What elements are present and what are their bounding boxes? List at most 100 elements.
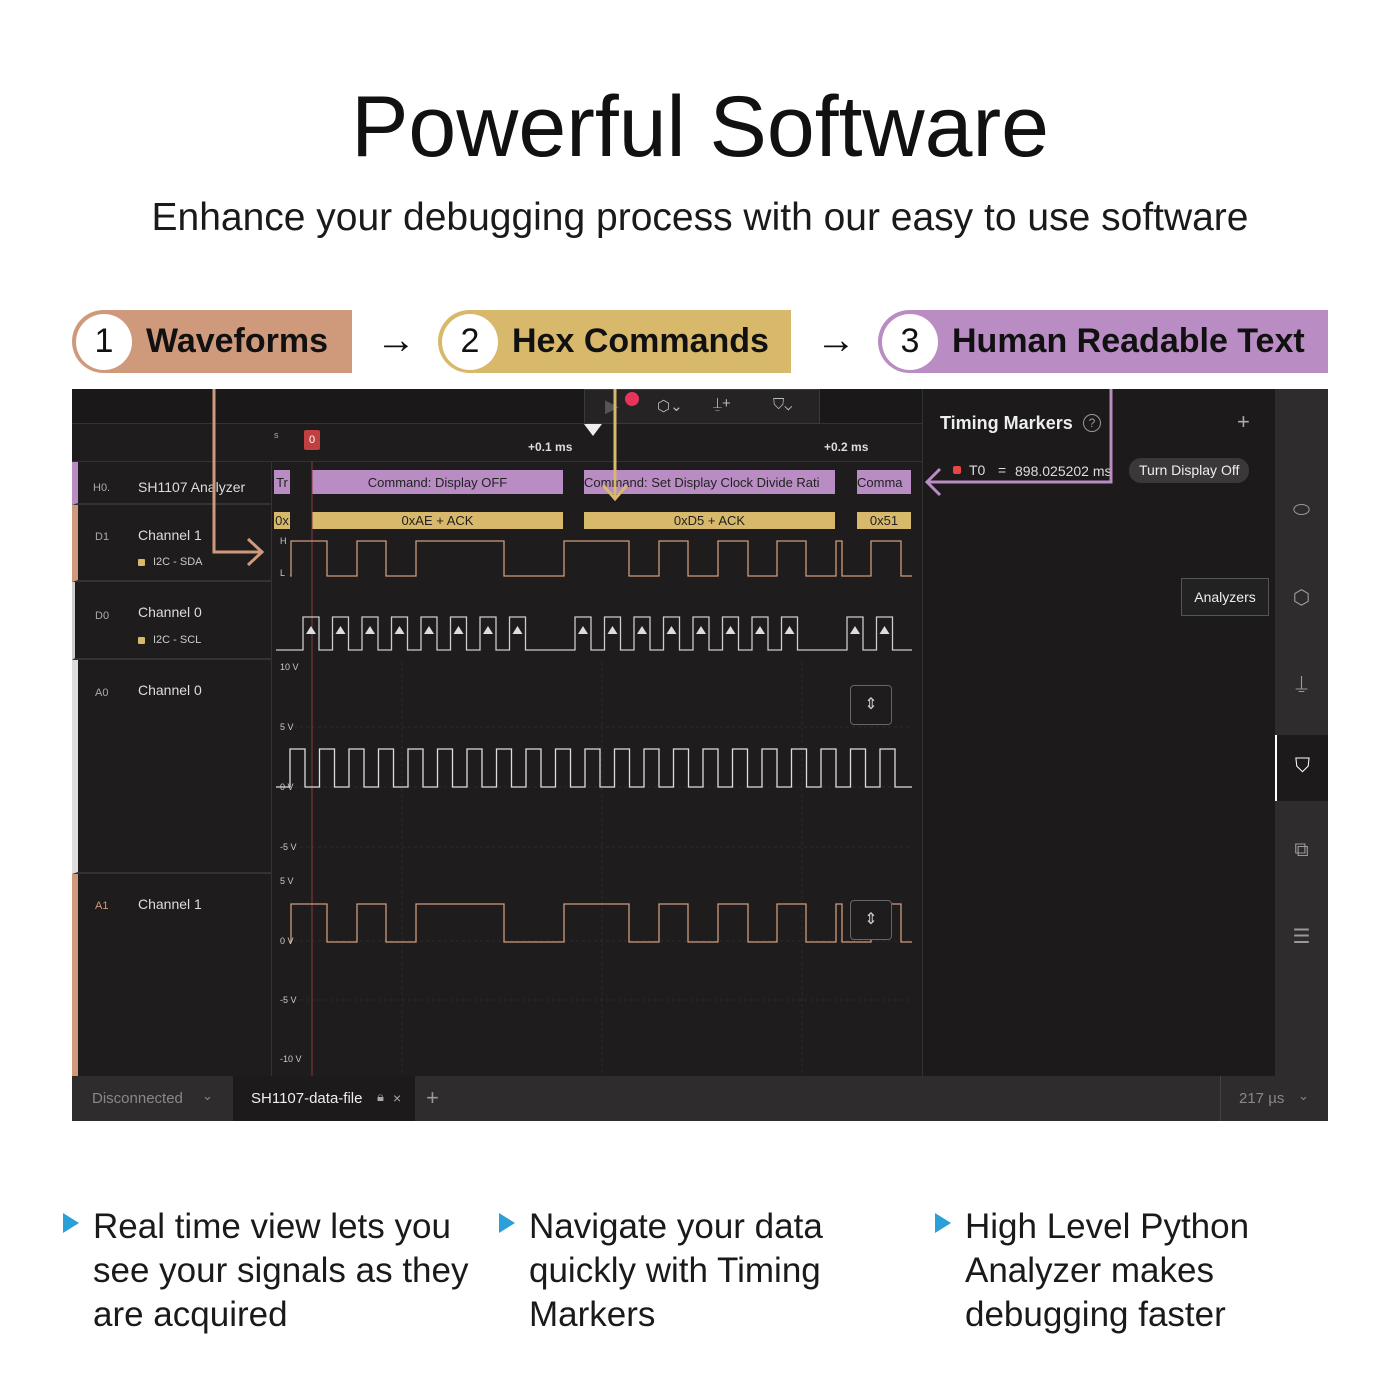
- bullet-text: Real time view lets you see your signals…: [93, 1207, 469, 1334]
- clock-edge-arrow: [784, 626, 795, 634]
- analyzer-frame[interactable]: Comma: [857, 470, 911, 494]
- step-waveforms: 1 Waveforms: [72, 310, 352, 373]
- lock-icon: 🔒︎: [377, 1089, 384, 1104]
- close-tab-icon[interactable]: ×: [393, 1090, 402, 1106]
- marker-name[interactable]: T0: [969, 462, 986, 478]
- analyzer-frame[interactable]: Tr: [274, 470, 290, 494]
- analyzer-frame[interactable]: Command: Set Display Clock Divide Rati: [584, 470, 835, 494]
- axis-label: -5 V: [280, 995, 297, 1005]
- channel-name: SH1107 Analyzer: [138, 479, 246, 495]
- add-marker-button[interactable]: +: [1237, 409, 1250, 434]
- timing-markers-tab[interactable]: ⛉: [1275, 735, 1328, 801]
- clock-edge-arrow: [755, 626, 765, 634]
- time-tick: +0.2 ms: [824, 440, 869, 454]
- channel-row-d0[interactable]: D0 Channel 0 I2C - SCL: [72, 582, 272, 660]
- hex-frame[interactable]: 0x51: [857, 512, 911, 529]
- analyzer-color-dot: [138, 637, 145, 644]
- sda-trace: [290, 540, 912, 577]
- add-measurement-icon[interactable]: ⍊+: [713, 395, 731, 412]
- axis-label: 10 V: [280, 662, 299, 672]
- bullet-triangle-icon: [499, 1213, 515, 1233]
- panel-title: Timing Markers: [940, 413, 1073, 433]
- axis-label: -5 V: [280, 842, 297, 852]
- extensions-icon[interactable]: ⧉: [1294, 839, 1309, 861]
- channel-id: A1: [95, 900, 109, 912]
- timing-markers-panel: Timing Markers ? + T0 = 898.025202 ms Tu…: [922, 389, 1275, 1076]
- record-icon[interactable]: [625, 392, 639, 406]
- timing-marker-flag[interactable]: 0: [304, 430, 320, 450]
- right-sidebar: ⬭ ⬡ ⍊ ⛉ ⧉ ☰: [1275, 389, 1328, 1076]
- scl-trace: [276, 616, 912, 651]
- duration-selector[interactable]: 217 µs: [1239, 1090, 1285, 1107]
- channel-row-h0[interactable]: H0. SH1107 Analyzer: [72, 462, 272, 505]
- channel-row-d1[interactable]: D1 Channel 1 I2C - SDA: [72, 505, 272, 582]
- channel-row-a0[interactable]: A0 Channel 0: [72, 660, 272, 874]
- analyzers-icon[interactable]: ⬡: [1292, 587, 1311, 609]
- axis-label: 0 V: [280, 782, 294, 792]
- divider: [1220, 1076, 1221, 1121]
- clock-edge-arrow: [483, 626, 493, 634]
- autoscale-button[interactable]: ⇕: [850, 685, 892, 725]
- hex-frame[interactable]: 0xAE + ACK: [312, 512, 563, 529]
- callout-arrows: [212, 389, 1113, 567]
- waveforms-svg: [276, 462, 912, 1076]
- step-label: Human Readable Text: [952, 322, 1305, 360]
- logic-analyzer-app: ▶ ⬡⌄ ⍊+ ⛉⌄ s 0 +0.1 ms +0.2 ms H0. SH110…: [72, 389, 1328, 1121]
- clock-edge-arrow: [879, 626, 890, 634]
- clock-edge-arrow: [637, 626, 647, 634]
- device-selector[interactable]: Disconnected: [92, 1090, 183, 1107]
- bullet-text: High Level Python Analyzer makes debuggi…: [965, 1207, 1250, 1334]
- step-number: 1: [76, 313, 132, 370]
- timing-markers-icon: ⛉: [1295, 755, 1310, 777]
- feature-bullet: Real time view lets you see your signals…: [63, 1205, 473, 1337]
- equals: =: [998, 462, 1007, 478]
- channel-name: Channel 1: [138, 527, 202, 543]
- clock-edge-arrow: [725, 626, 736, 634]
- page-subtitle: Enhance your debugging process with our …: [151, 196, 1249, 239]
- page-title: Powerful Software: [351, 79, 1049, 175]
- chevron-down-icon[interactable]: ⌄: [202, 1088, 213, 1103]
- arrow-right-icon: →: [376, 318, 416, 362]
- step-label: Waveforms: [146, 322, 329, 360]
- clock-edge-arrow: [850, 626, 860, 634]
- hex-frame[interactable]: 0xD5 + ACK: [584, 512, 835, 529]
- channel-row-a1[interactable]: A1 Channel 1: [72, 874, 272, 1076]
- chevron-down-icon[interactable]: ⌄: [1298, 1088, 1309, 1103]
- marker-time: 898.025202 ms: [1015, 463, 1112, 479]
- waveform-area[interactable]: Tr Command: Display OFF Command: Set Dis…: [272, 462, 922, 1076]
- clock-edge-arrow: [696, 626, 706, 634]
- toolbar-controls: ▶ ⬡⌄ ⍊+ ⛉⌄: [584, 389, 820, 424]
- autoscale-button[interactable]: ⇕: [850, 900, 892, 940]
- marker-note[interactable]: Turn Display Off: [1129, 458, 1250, 483]
- axis-label: 0 V: [280, 936, 294, 946]
- channel-id: D0: [95, 610, 110, 622]
- measurements-icon[interactable]: ⍊: [1295, 672, 1308, 694]
- analog-a0-trace: [276, 748, 912, 788]
- add-tab-button[interactable]: +: [426, 1085, 439, 1110]
- time-unit: s: [274, 430, 279, 440]
- clock-edge-arrow: [578, 626, 588, 634]
- bullet-text: Navigate your data quickly with Timing M…: [529, 1207, 823, 1334]
- notes-icon[interactable]: ☰: [1292, 926, 1311, 948]
- analyzers-dropdown-icon[interactable]: ⬡⌄: [657, 398, 683, 415]
- level-high: H: [280, 536, 287, 546]
- channel-id: H0.: [93, 482, 111, 494]
- feature-bullet: High Level Python Analyzer makes debuggi…: [935, 1205, 1345, 1337]
- marker-dropdown-icon[interactable]: ⛉⌄: [773, 396, 793, 413]
- arrow-right-icon: →: [816, 318, 856, 362]
- time-tick: +0.1 ms: [528, 440, 573, 454]
- help-icon[interactable]: ?: [1083, 414, 1101, 432]
- axis-label: -10 V: [280, 1054, 302, 1064]
- clock-edge-arrow: [365, 626, 375, 634]
- channel-analyzer: I2C - SCL: [153, 634, 202, 646]
- tab-data-file[interactable]: SH1107-data-file 🔒︎ ×: [233, 1076, 415, 1121]
- device-icon[interactable]: ⬭: [1292, 499, 1311, 521]
- hex-frame[interactable]: 0x: [274, 512, 290, 529]
- analyzer-frame[interactable]: Command: Display OFF: [312, 470, 563, 494]
- channel-name: Channel 0: [138, 604, 202, 620]
- bottom-bar: Disconnected ⌄ SH1107-data-file 🔒︎ × + 2…: [72, 1076, 1328, 1121]
- level-low: L: [280, 568, 286, 578]
- channel-id: A0: [95, 687, 109, 699]
